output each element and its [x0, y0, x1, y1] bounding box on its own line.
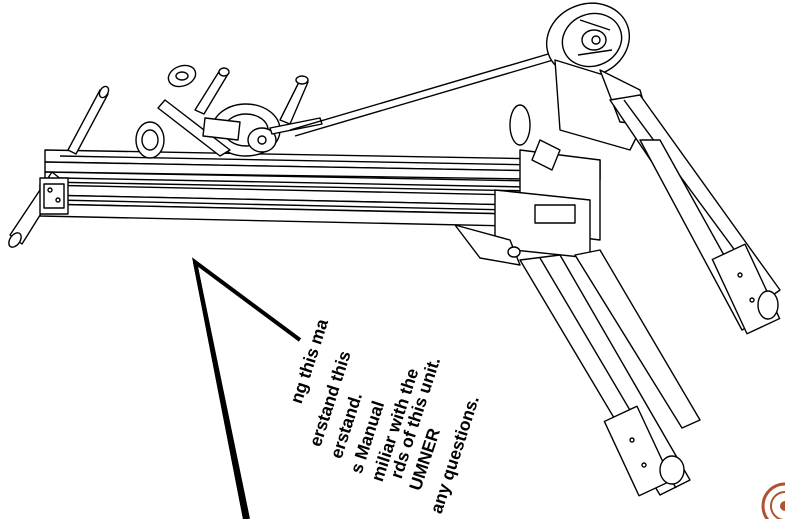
brand-logo-icon — [761, 482, 785, 519]
left-leg — [519, 249, 701, 497]
end-bracket — [39, 177, 69, 215]
lift-cable — [289, 51, 556, 131]
boom-rails — [39, 149, 601, 227]
winch-assembly — [135, 64, 323, 159]
right-leg — [609, 94, 781, 335]
mast-column — [494, 59, 651, 259]
warning-border — [191, 257, 302, 519]
top-pulley-wheel — [545, 2, 631, 78]
